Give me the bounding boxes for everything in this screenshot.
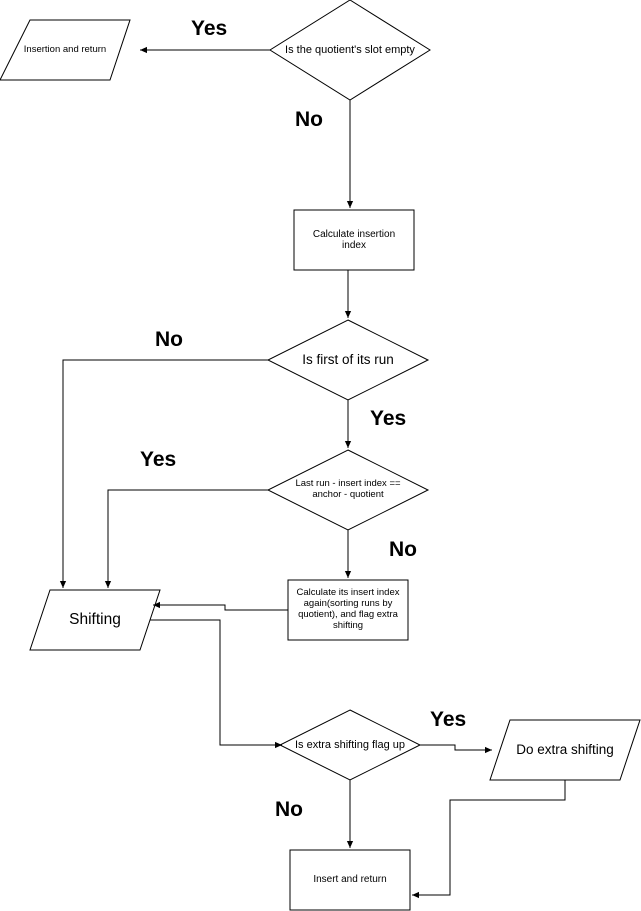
edge-last-run-yes bbox=[104, 489, 268, 588]
edge-label-last-run-yes: Yes bbox=[140, 448, 177, 471]
recalculate-insert-index-label: Calculate its insert index again(sorting… bbox=[296, 587, 400, 631]
edge-label-last-run-no: No bbox=[389, 538, 417, 561]
edge-extra-to-insert bbox=[412, 780, 566, 899]
edge-label-flag-no: No bbox=[275, 798, 303, 821]
edge-label-flag-yes: Yes bbox=[430, 708, 467, 731]
edge-label-first-yes: Yes bbox=[370, 407, 407, 430]
do-extra-shifting-label: Do extra shifting bbox=[516, 742, 614, 758]
extra-shifting-flag-label: Is extra shifting flag up bbox=[294, 738, 406, 751]
edge-label-slot-empty-yes: Yes bbox=[191, 17, 228, 40]
edge-shifting-to-flag bbox=[150, 619, 282, 749]
edge-flag-yes bbox=[420, 744, 492, 754]
calculate-insertion-index-shape bbox=[293, 209, 415, 271]
insertion-and-return-label: Insertion and return bbox=[23, 43, 107, 55]
quotient-slot-empty-label: Is the quotient's slot empty bbox=[285, 43, 415, 56]
shifting-label: Shifting bbox=[69, 611, 121, 629]
calculate-insertion-index-label: Calculate insertion index bbox=[312, 228, 396, 252]
shifting-shape bbox=[29, 589, 161, 651]
last-run-check-label: Last run - insert index == anchor - quot… bbox=[295, 478, 401, 500]
edge-first-no bbox=[59, 359, 268, 588]
do-extra-shifting-shape bbox=[489, 719, 641, 781]
edge-recalc-to-shifting bbox=[153, 601, 288, 611]
insert-and-return-shape bbox=[289, 849, 411, 911]
edge-label-slot-empty-no: No bbox=[295, 108, 323, 131]
recalculate-insert-index-shape bbox=[287, 579, 409, 641]
edge-label-first-no: No bbox=[155, 328, 183, 351]
insertion-and-return-shape bbox=[0, 19, 131, 81]
first-of-run-label: Is first of its run bbox=[302, 352, 394, 368]
insert-and-return-label: Insert and return bbox=[313, 874, 387, 886]
